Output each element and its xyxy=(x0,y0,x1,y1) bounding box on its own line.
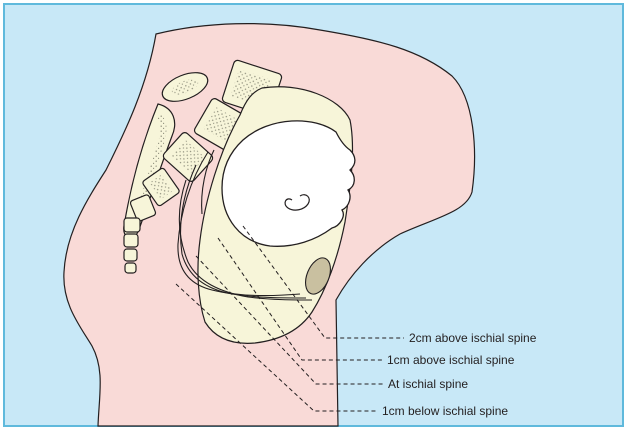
label-2cm-above: 2cm above ischial spine xyxy=(409,331,537,345)
label-1cm-above: 1cm above ischial spine xyxy=(387,353,515,367)
label-1cm-below: 1cm below ischial spine xyxy=(382,404,508,418)
label-at-ischial-spine: At ischial spine xyxy=(388,377,468,391)
